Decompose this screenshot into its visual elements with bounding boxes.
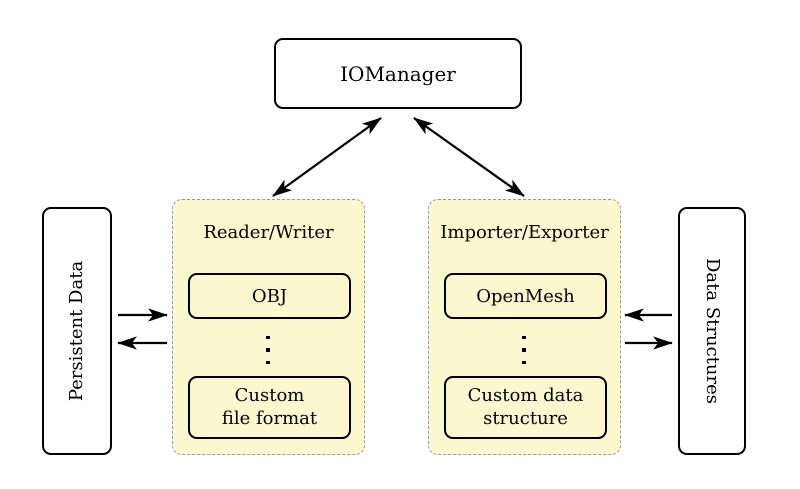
node-persistent-data[interactable]: Persistent Data [42, 207, 112, 455]
ellipsis-reader-writer [266, 336, 270, 364]
node-iomanager[interactable]: IOManager [274, 38, 522, 109]
panel-importer-exporter-title: Importer/Exporter [440, 222, 609, 243]
node-data-structures[interactable]: Data Structures [678, 207, 746, 455]
node-custom-data-structure[interactable]: Custom data structure [444, 376, 607, 439]
data-structures-label: Data Structures [702, 257, 724, 405]
panel-reader-writer-title: Reader/Writer [203, 222, 334, 243]
obj-label: OBJ [251, 285, 288, 307]
iomanager-label: IOManager [340, 61, 456, 86]
persistent-data-label: Persistent Data [66, 260, 88, 402]
arrow-manager-importer-exporter [413, 117, 525, 197]
node-custom-file-format[interactable]: Custom file format [188, 376, 351, 439]
node-obj[interactable]: OBJ [188, 273, 351, 319]
ellipsis-importer-exporter [522, 336, 526, 364]
arrow-manager-reader-writer [272, 117, 382, 197]
custom-file-format-line1: Custom [234, 384, 305, 406]
custom-data-structure-line2: structure [483, 407, 568, 429]
custom-data-structure-line1: Custom data [467, 384, 584, 406]
openmesh-label: OpenMesh [476, 285, 575, 307]
node-openmesh[interactable]: OpenMesh [444, 273, 607, 319]
custom-file-format-line2: file format [221, 407, 318, 429]
panel-importer-exporter[interactable]: Importer/Exporter OpenMesh Custom data s… [428, 199, 621, 455]
panel-reader-writer[interactable]: Reader/Writer OBJ Custom file format [172, 199, 365, 455]
